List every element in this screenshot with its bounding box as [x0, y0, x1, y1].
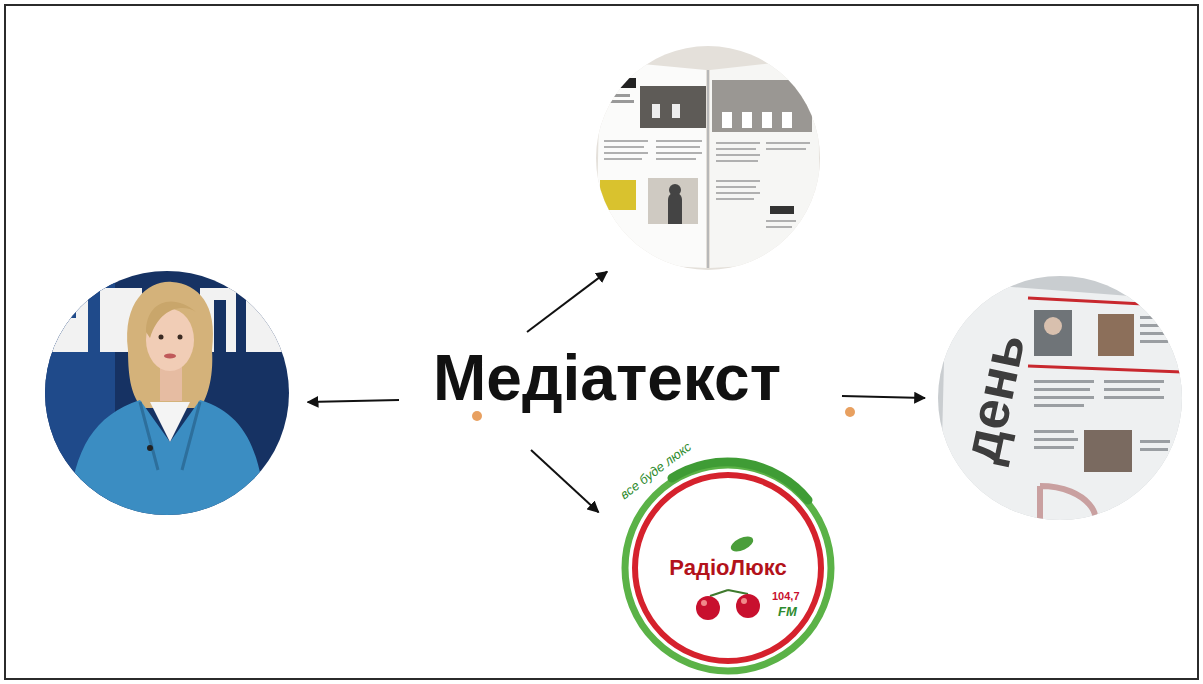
radio-brand: РадіоЛюкс	[620, 556, 836, 580]
connector-arrow	[531, 450, 598, 512]
backdrop-gap	[60, 300, 76, 318]
blazer	[68, 400, 266, 520]
eye	[178, 335, 183, 340]
backdrop-block	[50, 288, 88, 352]
photo-face	[1044, 317, 1062, 335]
radio-logo	[620, 460, 836, 676]
poster	[600, 180, 636, 210]
circle-shape	[597, 47, 819, 269]
text-line	[600, 100, 634, 103]
central-term: Медіатекст	[429, 344, 785, 412]
connector-arrow	[308, 400, 399, 402]
photo	[1084, 430, 1132, 472]
circle-shape	[939, 277, 1181, 519]
accent-dot	[472, 411, 482, 421]
photo-figure	[722, 112, 732, 128]
circle-outline	[45, 271, 289, 515]
photo	[640, 86, 706, 128]
gutter	[707, 70, 709, 268]
cherry-highlight	[741, 598, 747, 604]
circle-shape	[46, 272, 288, 514]
newspaper-picture	[938, 276, 1184, 522]
cherry-stem	[710, 590, 748, 596]
lips	[164, 354, 176, 359]
table-ground	[596, 46, 820, 270]
radio-frequency: 104,7	[772, 591, 800, 602]
photo	[648, 178, 698, 224]
cherry	[696, 596, 720, 620]
tv-presenter-picture	[45, 271, 289, 520]
cherry-highlight	[701, 600, 707, 606]
magazine-picture	[596, 46, 820, 270]
photo-figure	[672, 104, 680, 118]
masthead-mark	[1040, 486, 1095, 522]
red-rule	[1028, 366, 1182, 372]
central-term-text: Медіатекст	[429, 344, 785, 412]
connector-arrow	[527, 272, 607, 332]
backdrop-block	[246, 288, 286, 352]
paper-sheet	[940, 282, 1184, 522]
headline-block	[600, 78, 636, 88]
photo-figure	[762, 112, 772, 128]
logo-ground	[620, 460, 836, 676]
hair	[127, 282, 213, 408]
text-line	[600, 94, 630, 97]
connector-arrow	[842, 396, 925, 398]
left-page	[596, 60, 706, 268]
photo	[1098, 314, 1134, 356]
microphone	[147, 445, 153, 451]
backdrop-gap	[214, 300, 226, 352]
photo-figure	[652, 104, 660, 118]
right-page	[710, 58, 820, 268]
photo-figure	[742, 112, 752, 128]
red-rule	[1028, 298, 1182, 306]
newspaper-masthead: день	[953, 329, 1033, 468]
media-circle	[596, 46, 820, 270]
media-circle	[45, 271, 289, 515]
media-circle: день	[938, 276, 1182, 520]
photo-figure	[782, 112, 792, 128]
radio-band: FM	[778, 605, 797, 618]
shirt	[150, 402, 190, 442]
photo	[712, 80, 812, 132]
circle-shape	[621, 461, 835, 675]
radio-slogan: все буде люкс	[617, 439, 693, 501]
photo-figure	[668, 193, 682, 225]
media-circle: все буде люксРадіоЛюкс104,7FM	[620, 460, 836, 676]
fringe	[146, 302, 196, 338]
circle-outline	[596, 46, 820, 270]
text-column	[1034, 316, 1174, 451]
brush-stroke	[672, 462, 808, 500]
page-frame	[5, 5, 1198, 679]
photo	[1034, 310, 1072, 356]
leaf	[729, 533, 756, 554]
photo-figure	[669, 184, 681, 196]
eye	[159, 335, 164, 340]
cherry	[736, 594, 760, 618]
lapel	[140, 402, 200, 470]
logo-block	[770, 206, 794, 214]
accent-dot	[845, 407, 855, 417]
